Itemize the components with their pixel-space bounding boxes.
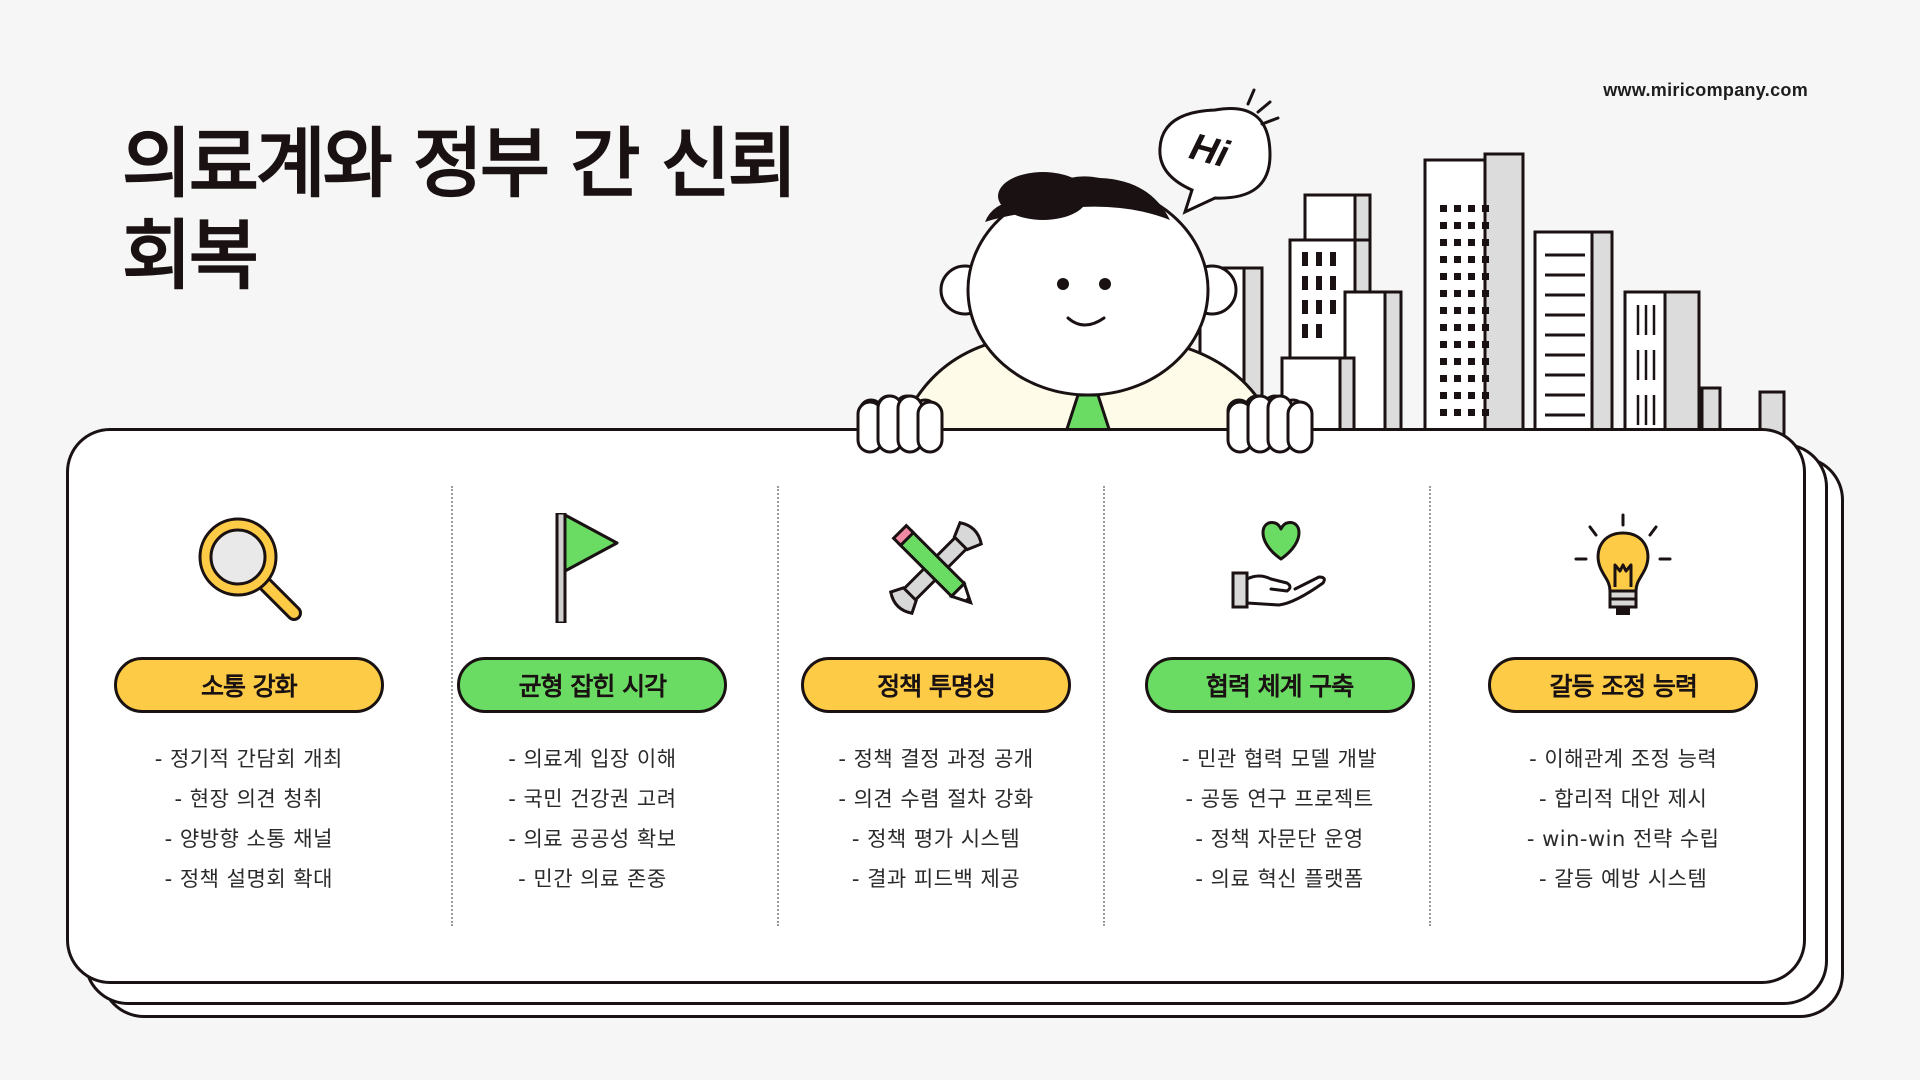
- column-divider: [1429, 486, 1431, 926]
- column-divider: [1103, 486, 1105, 926]
- list-item: - 의견 수렴 절차 강화: [838, 787, 1034, 811]
- list-item: - 국민 건강권 고려: [508, 787, 677, 811]
- column-label-pill: 협력 체계 구축: [1144, 657, 1415, 713]
- column-cooperation: 협력 체계 구축 - 민관 협력 모델 개발 - 공동 연구 프로젝트 - 정책…: [1108, 431, 1452, 981]
- column-label-pill: 갈등 조정 능력: [1488, 657, 1759, 713]
- item-list: - 민관 협력 모델 개발 - 공동 연구 프로젝트 - 정책 자문단 운영 -…: [1182, 739, 1377, 899]
- column-conflict-resolution: 갈등 조정 능력 - 이해관계 조정 능력 - 합리적 대안 제시 - win-…: [1451, 431, 1795, 981]
- flag-icon: [537, 513, 647, 623]
- column-label-pill: 균형 잡힌 시각: [457, 657, 728, 713]
- list-item: - 민관 협력 모델 개발: [1181, 747, 1378, 771]
- page-title: 의료계와 정부 간 신뢰 회복: [122, 118, 798, 302]
- list-item: - 갈등 예방 시스템: [1538, 867, 1708, 891]
- column-transparency: 정책 투명성 - 정책 결정 과정 공개 - 의견 수렴 절차 강화 - 정책 …: [764, 431, 1108, 981]
- content-board: 소통 강화 - 정기적 간담회 개최 - 현장 의견 청취 - 양방향 소통 채…: [66, 428, 1806, 984]
- column-divider: [777, 486, 779, 926]
- list-item: - 현장 의견 청취: [174, 787, 324, 811]
- column-communication: 소통 강화 - 정기적 간담회 개최 - 현장 의견 청취 - 양방향 소통 채…: [77, 431, 421, 981]
- pencil-wrench-icon: [881, 513, 991, 623]
- column-label-pill: 정책 투명성: [800, 657, 1071, 713]
- lightbulb-icon: [1568, 513, 1678, 623]
- column-label-pill: 소통 강화: [113, 657, 384, 713]
- title-line-2: 회복: [122, 211, 259, 300]
- column-balanced-view: 균형 잡힌 시각 - 의료계 입장 이해 - 국민 건강권 고려 - 의료 공공…: [421, 431, 765, 981]
- magnifier-icon: [194, 513, 304, 623]
- list-item: - 의료 공공성 확보: [508, 827, 677, 851]
- list-item: - win-win 전략 수립: [1526, 827, 1720, 851]
- item-list: - 의료계 입장 이해 - 국민 건강권 고려 - 의료 공공성 확보 - 민간…: [508, 739, 676, 899]
- list-item: - 합리적 대안 제시: [1538, 787, 1708, 811]
- item-list: - 정책 결정 과정 공개 - 의견 수렴 절차 강화 - 정책 평가 시스템 …: [838, 739, 1033, 899]
- list-item: - 정책 결정 과정 공개: [838, 747, 1034, 771]
- heart-hand-icon: [1225, 513, 1335, 623]
- list-item: - 정책 설명회 확대: [164, 867, 333, 891]
- site-url[interactable]: www.miricompany.com: [1603, 80, 1808, 100]
- item-list: - 정기적 간담회 개최 - 현장 의견 청취 - 양방향 소통 채널 - 정책…: [155, 739, 343, 899]
- column-divider: [451, 486, 453, 926]
- list-item: - 정기적 간담회 개최: [154, 747, 343, 771]
- list-item: - 이해관계 조정 능력: [1529, 747, 1718, 771]
- speech-bubble-text: Hi: [1185, 125, 1233, 177]
- list-item: - 공동 연구 프로젝트: [1185, 787, 1374, 811]
- list-item: - 결과 피드백 제공: [851, 867, 1021, 891]
- list-item: - 의료계 입장 이해: [508, 747, 677, 771]
- list-item: - 민간 의료 존중: [518, 867, 667, 891]
- list-item: - 의료 혁신 플랫폼: [1195, 867, 1364, 891]
- list-item: - 정책 자문단 운영: [1195, 827, 1364, 851]
- item-list: - 이해관계 조정 능력 - 합리적 대안 제시 - win-win 전략 수립…: [1527, 739, 1720, 899]
- list-item: - 정책 평가 시스템: [851, 827, 1021, 851]
- title-line-1: 의료계와 정부 간 신뢰: [122, 119, 798, 208]
- list-item: - 양방향 소통 채널: [164, 827, 333, 851]
